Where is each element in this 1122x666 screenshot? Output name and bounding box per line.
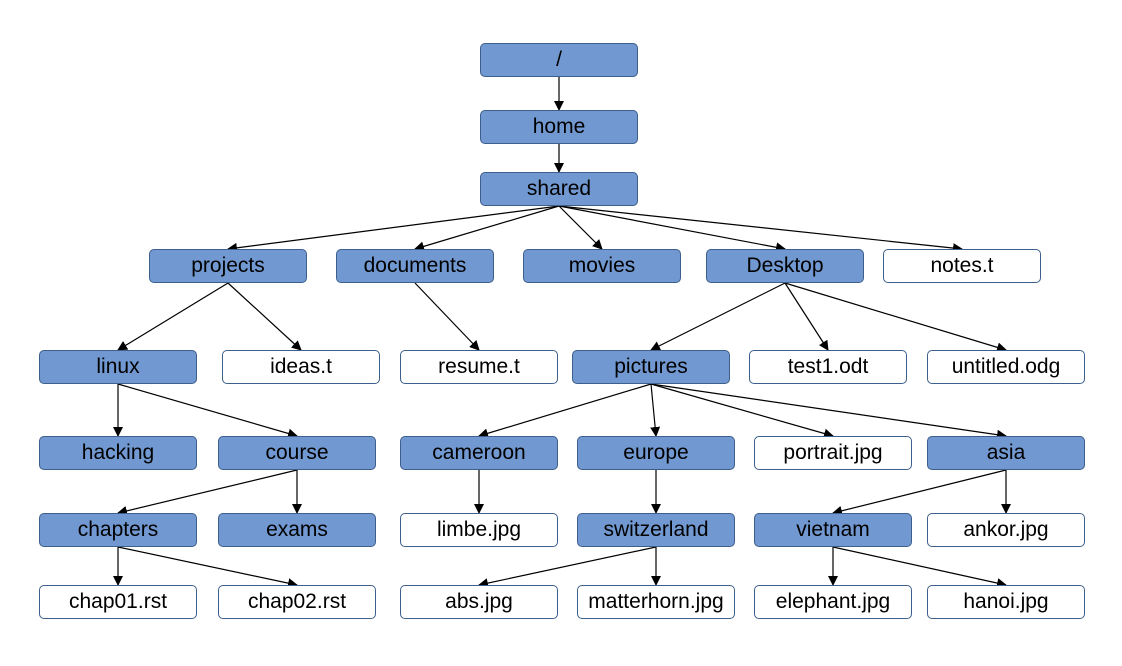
node-matterhorn[interactable]: matterhorn.jpg [577,585,735,619]
edge-switzerland-abs [478,546,657,588]
edge-linux-course [117,383,298,439]
edge-desktop-pictures [650,282,786,351]
edge-shared-projects [227,205,560,253]
node-hanoi[interactable]: hanoi.jpg [927,585,1085,619]
node-test1[interactable]: test1.odt [749,350,907,384]
node-notes[interactable]: notes.t [883,249,1041,283]
edge-projects-ideas [227,282,302,351]
node-switzerland[interactable]: switzerland [577,513,735,547]
node-pictures[interactable]: pictures [572,350,730,384]
node-elephant[interactable]: elephant.jpg [754,585,912,619]
node-cameroon[interactable]: cameroon [400,436,558,470]
node-projects[interactable]: projects [149,249,307,283]
node-course[interactable]: course [218,436,376,470]
node-ideas[interactable]: ideas.t [222,350,380,384]
edge-course-chapters [117,469,298,516]
edge-asia-vietnam [832,469,1007,516]
node-abs[interactable]: abs.jpg [400,585,558,619]
node-documents[interactable]: documents [336,249,494,283]
node-ankor[interactable]: ankor.jpg [927,513,1085,547]
edge-pictures-portrait [650,383,834,439]
node-vietnam[interactable]: vietnam [754,513,912,547]
node-chapters[interactable]: chapters [39,513,197,547]
edge-shared-notes [558,205,963,254]
edge-documents-resume [414,282,480,351]
edge-shared-desktop [558,205,786,253]
node-shared[interactable]: shared [480,172,638,206]
edge-pictures-europe [650,383,661,437]
edge-projects-linux [117,282,229,351]
edge-shared-documents [414,205,560,252]
node-chap01[interactable]: chap01.rst [39,585,197,619]
node-hacking[interactable]: hacking [39,436,197,470]
edge-desktop-untitled [784,282,1007,353]
node-movies[interactable]: movies [523,249,681,283]
node-home[interactable]: home [480,110,638,144]
edge-desktop-test1 [784,282,829,351]
edge-shared-movies [558,205,603,250]
edge-vietnam-hanoi [832,546,1007,588]
node-limbe[interactable]: limbe.jpg [400,513,558,547]
edge-pictures-asia [650,383,1007,440]
edge-pictures-cameroon [478,383,652,439]
node-untitled[interactable]: untitled.odg [927,350,1085,384]
node-portrait[interactable]: portrait.jpg [754,436,912,470]
node-chap02[interactable]: chap02.rst [218,585,376,619]
node-desktop[interactable]: Desktop [706,249,864,283]
edge-chapters-chap02 [117,546,298,589]
node-root[interactable]: / [480,43,638,77]
node-europe[interactable]: europe [577,436,735,470]
node-resume[interactable]: resume.t [400,350,558,384]
node-linux[interactable]: linux [39,350,197,384]
node-exams[interactable]: exams [218,513,376,547]
node-asia[interactable]: asia [927,436,1085,470]
